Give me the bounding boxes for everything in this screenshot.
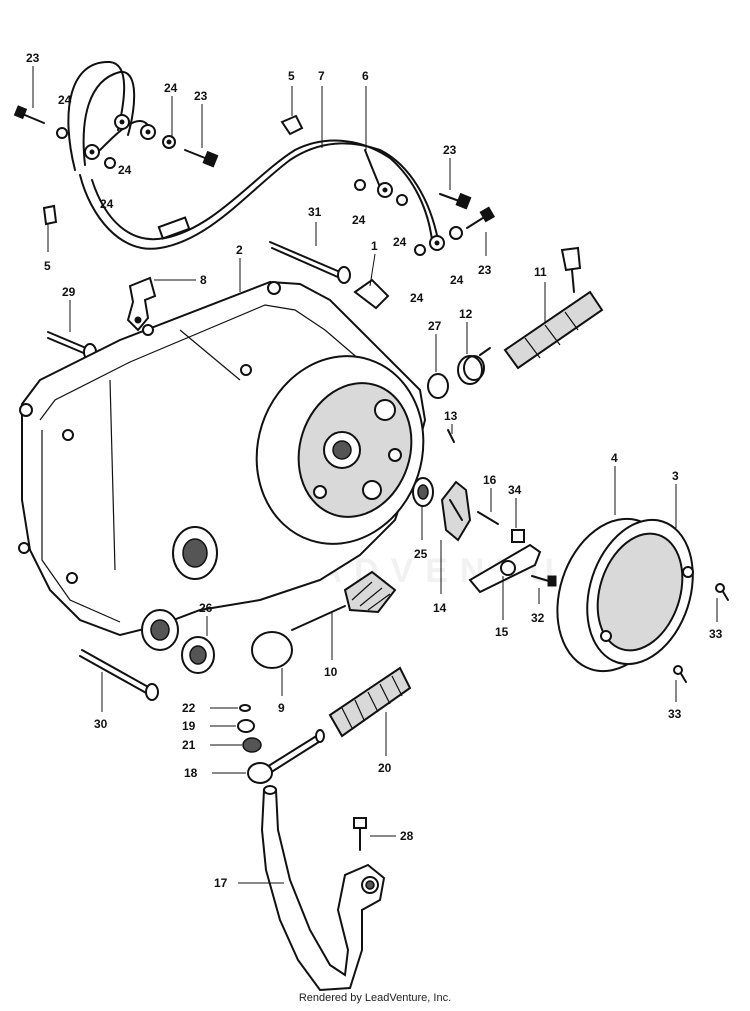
bolt-30 <box>79 649 159 701</box>
bracket-8 <box>126 276 157 332</box>
callout-24: 24 <box>352 213 366 227</box>
callout-24: 24 <box>393 235 407 249</box>
cushion-21 <box>242 737 262 753</box>
clutch-cover-4-3 <box>556 517 694 673</box>
callout-17: 17 <box>214 876 228 890</box>
callouts: 23 24 24 23 24 24 5 7 6 23 24 24 24 24 2… <box>26 51 723 890</box>
seal-25 <box>412 477 434 507</box>
bolt-28 <box>353 817 367 851</box>
washer-19 <box>237 719 255 733</box>
callout-28: 28 <box>400 829 414 843</box>
callout-14: 14 <box>433 601 447 615</box>
pin-13 <box>447 429 455 443</box>
bolt-31 <box>269 241 351 284</box>
callout-33: 33 <box>709 627 723 641</box>
footer-credit: Rendered by LeadVenture, Inc. <box>298 992 452 1004</box>
callout-22: 22 <box>182 701 196 715</box>
callout-25: 25 <box>414 547 428 561</box>
callout-33: 33 <box>668 707 682 721</box>
nut-34 <box>511 529 525 543</box>
callout-20: 20 <box>378 761 392 775</box>
callout-8: 8 <box>200 273 207 287</box>
callout-9: 9 <box>278 701 285 715</box>
pedal-rubber-20 <box>328 666 412 738</box>
callout-23: 23 <box>478 263 492 277</box>
callout-32: 32 <box>531 611 545 625</box>
callout-16: 16 <box>483 473 497 487</box>
callout-31: 31 <box>308 205 322 219</box>
callout-5: 5 <box>44 259 51 273</box>
callout-5: 5 <box>288 69 295 83</box>
callout-21: 21 <box>182 738 196 752</box>
lever-15 <box>468 543 542 594</box>
callout-7: 7 <box>318 69 325 83</box>
callout-23: 23 <box>194 89 208 103</box>
callout-24: 24 <box>164 81 178 95</box>
callout-1: 1 <box>371 239 378 253</box>
callout-18: 18 <box>184 766 198 780</box>
callout-13: 13 <box>444 409 458 423</box>
callout-19: 19 <box>182 719 196 733</box>
screws-33 <box>673 583 729 683</box>
wire-terminals <box>84 114 445 251</box>
callout-3: 3 <box>672 469 679 483</box>
callout-2: 2 <box>236 243 243 257</box>
crankcase-cover <box>18 278 427 651</box>
callout-30: 30 <box>94 717 108 731</box>
callout-10: 10 <box>324 665 338 679</box>
callout-11: 11 <box>534 265 547 279</box>
arm-18 <box>247 729 325 784</box>
callout-6: 6 <box>362 69 369 83</box>
screw-32 <box>531 575 557 587</box>
kick-arm-17 <box>260 785 386 992</box>
callout-24: 24 <box>450 273 464 287</box>
callout-26: 26 <box>199 601 213 615</box>
callout-34: 34 <box>508 483 522 497</box>
plate-14 <box>440 480 472 542</box>
callout-24: 24 <box>410 291 424 305</box>
callout-24: 24 <box>118 163 132 177</box>
callout-24: 24 <box>58 93 72 107</box>
o-ring-9 <box>251 631 293 669</box>
callout-15: 15 <box>495 625 509 639</box>
dipstick-10 <box>291 570 397 631</box>
wire-harness <box>67 60 439 250</box>
callout-4: 4 <box>611 451 618 465</box>
screws-23 <box>13 105 496 229</box>
leader-lines <box>32 66 718 884</box>
pin-16 <box>477 511 499 525</box>
callout-24: 24 <box>100 197 114 211</box>
callout-23: 23 <box>26 51 40 65</box>
clip-22 <box>239 704 251 712</box>
gasket-26 <box>181 636 215 674</box>
callout-23: 23 <box>443 143 457 157</box>
clips-5 <box>42 114 304 226</box>
callout-12: 12 <box>459 307 473 321</box>
washers-24 <box>56 127 463 256</box>
kick-spindle-11 <box>503 246 604 370</box>
callout-29: 29 <box>62 285 76 299</box>
spring-12 <box>457 347 491 385</box>
callout-27: 27 <box>428 319 442 333</box>
circlip-27 <box>427 373 449 399</box>
